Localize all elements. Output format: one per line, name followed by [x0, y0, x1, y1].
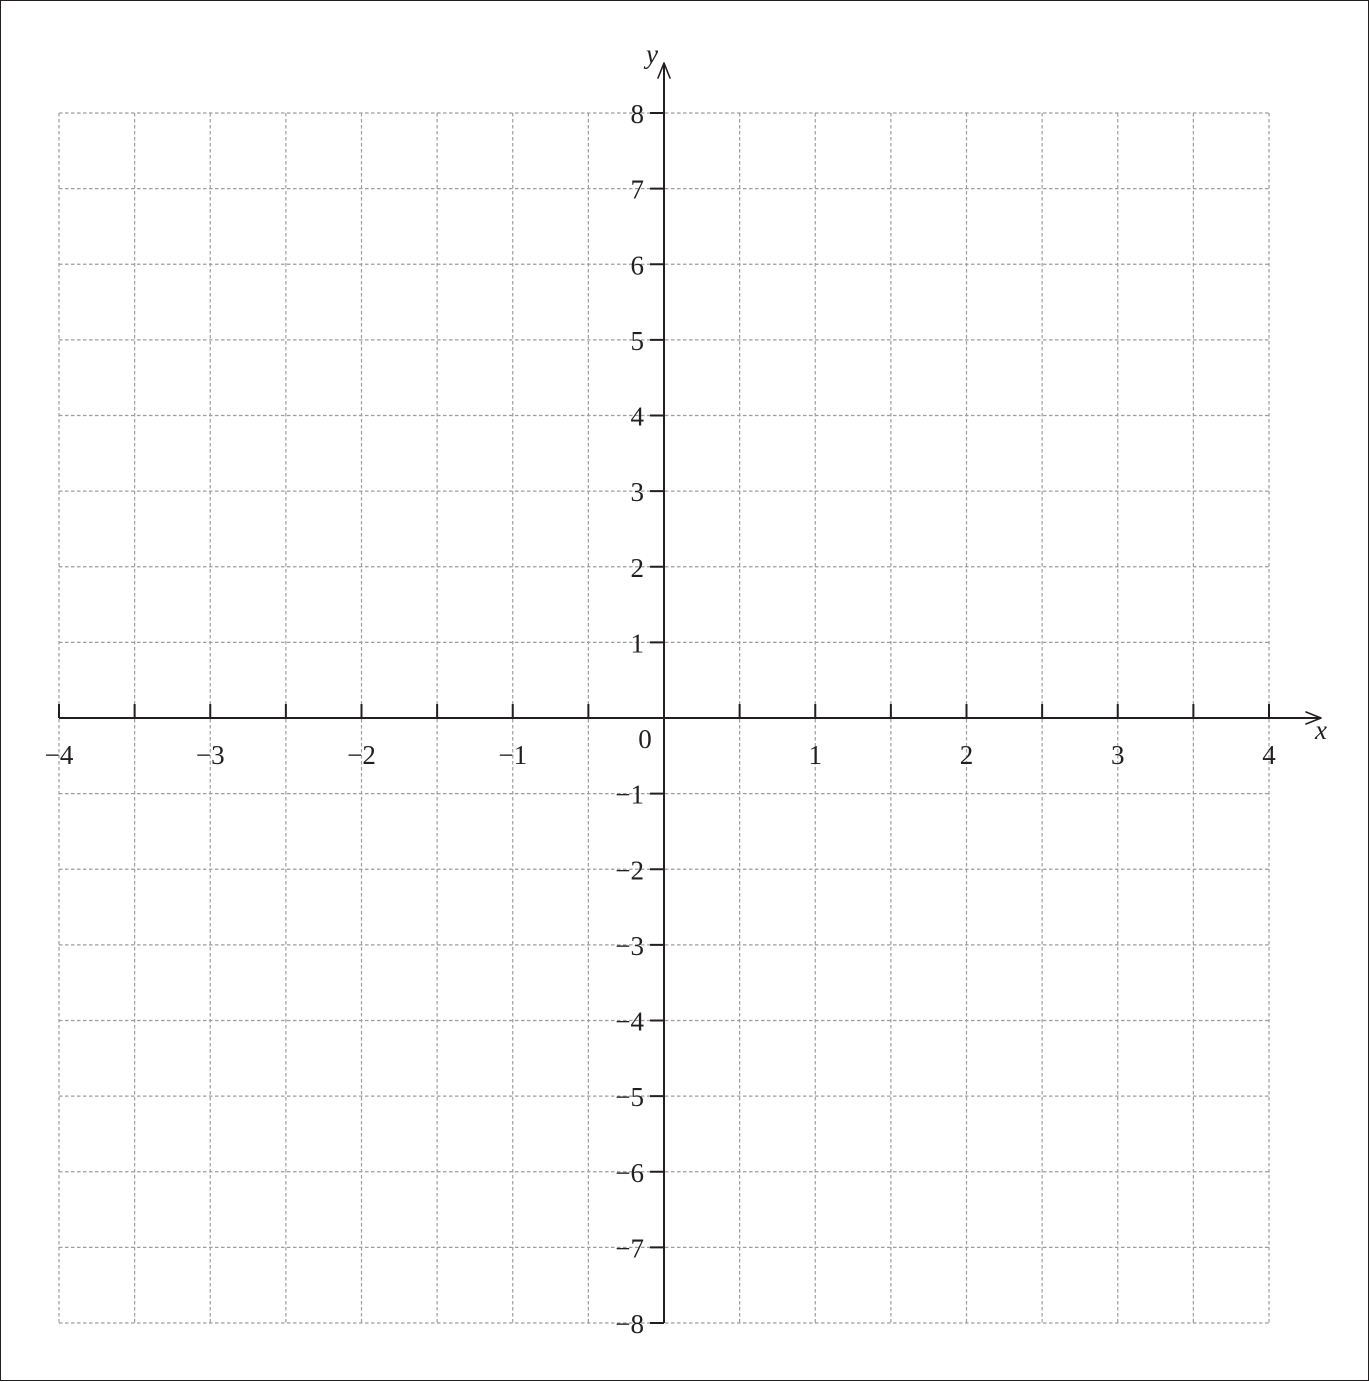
y-tick-label: −8	[615, 1309, 644, 1339]
origin-label: 0	[638, 724, 652, 754]
y-tick-label: 6	[631, 250, 645, 280]
y-tick-label: 4	[631, 402, 645, 432]
y-tick-label: −2	[615, 855, 644, 885]
y-tick-label: −4	[615, 1007, 644, 1037]
axes	[58, 62, 1322, 1324]
x-tick-label: 4	[1262, 740, 1276, 770]
y-tick-label: −1	[615, 780, 644, 810]
y-axis-label: y	[643, 39, 658, 69]
y-tick-label: 1	[631, 628, 645, 658]
x-tick-label: −1	[498, 740, 527, 770]
y-tick-label: −7	[615, 1233, 644, 1263]
x-tick-label: 1	[809, 740, 823, 770]
y-tick-label: −5	[615, 1082, 644, 1112]
y-tick-label: 5	[631, 326, 645, 356]
x-tick-label: −3	[196, 740, 225, 770]
x-tick-label: −2	[347, 740, 376, 770]
x-tick-label: 2	[960, 740, 974, 770]
x-axis-label: x	[1314, 715, 1327, 745]
y-tick-label: −3	[615, 931, 644, 961]
y-tick-label: 8	[631, 99, 645, 129]
tick-labels: 0 x y −4 −3 −2 −1 1 2 3 4 8 7 6 5 4 3 2 1 −1 −2 −3 −4 −5 −6 −7…	[45, 39, 1327, 1339]
x-tick-label: −4	[45, 740, 74, 770]
y-tick-label: 7	[631, 175, 645, 205]
x-tick-label: 3	[1111, 740, 1125, 770]
y-tick-label: −6	[615, 1158, 644, 1188]
y-tick-label: 3	[631, 477, 645, 507]
y-tick-label: 2	[631, 553, 645, 583]
